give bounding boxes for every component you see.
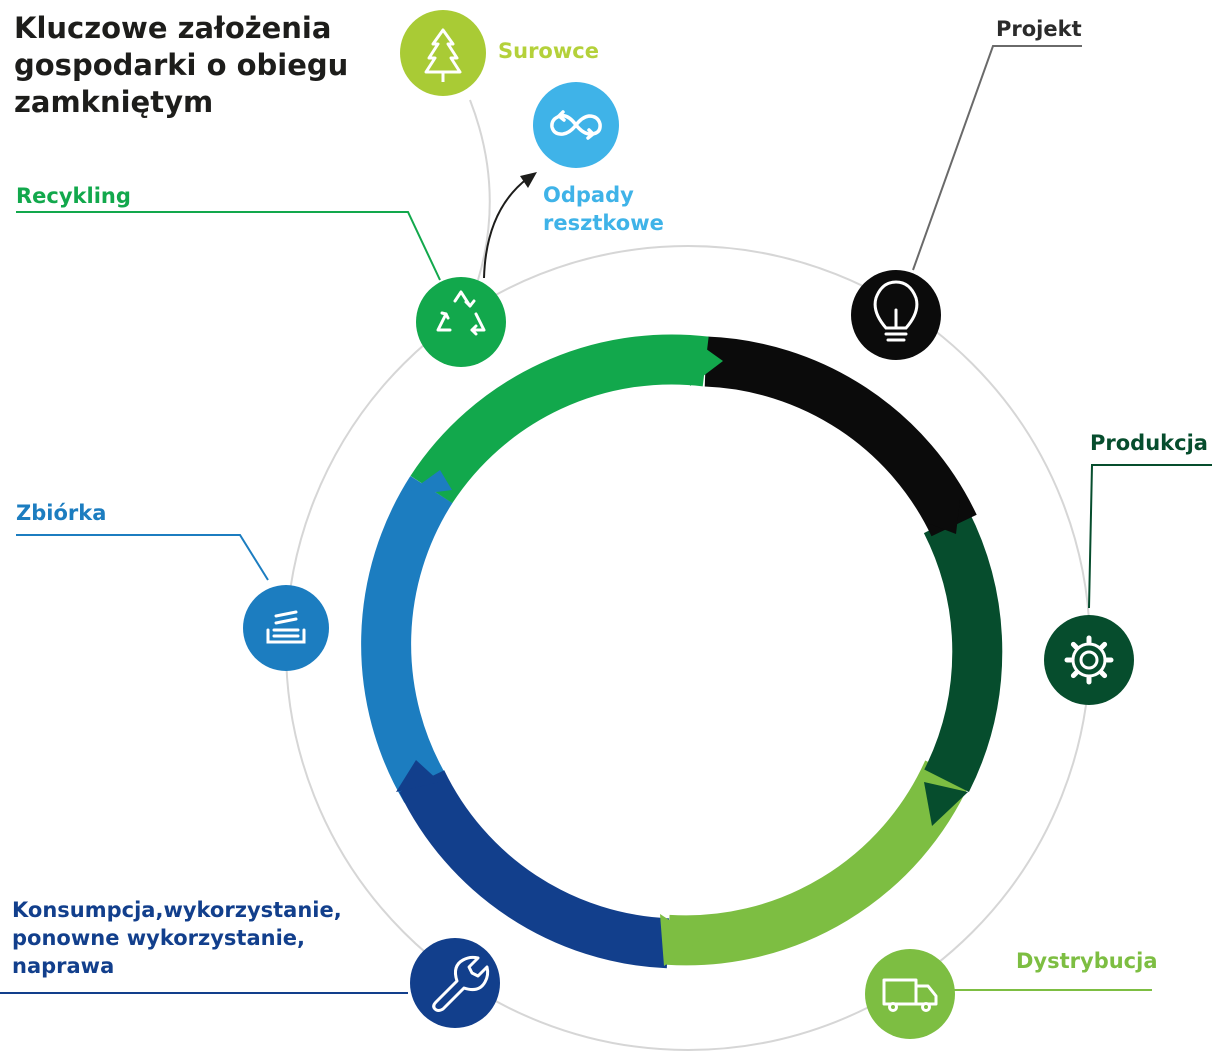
label-odpady-line-1: Odpady: [543, 183, 634, 207]
stacked-layers-icon: [266, 610, 306, 644]
diagram-title-line-2: gospodarki o obiegu: [14, 48, 349, 82]
label-recykling: Recykling: [16, 184, 131, 208]
ring-segment-design: [704, 336, 977, 537]
node-zbiorka-circle: [243, 585, 329, 671]
label-konsumpcja: Konsumpcja,wykorzystanie, ponowne wykorz…: [12, 896, 342, 980]
leader-lines: [0, 45, 1212, 994]
leader-line-projekt: [912, 45, 1082, 271]
diagram-title: Kluczowe założenia gospodarki o obiegu z…: [14, 10, 348, 121]
ring-arrowheads: [396, 336, 968, 966]
node-konsumpcja: [410, 938, 500, 1028]
node-recykling: [416, 277, 506, 367]
ring-segment-production: [923, 510, 1003, 793]
gear-icon: [1064, 635, 1114, 685]
ring-segment-collection: [361, 476, 453, 803]
node-odpady: [533, 82, 619, 168]
ring-segment-consumption: [399, 769, 670, 969]
label-odpady-line-2: resztkowe: [543, 211, 664, 235]
arrowhead-consumption: [396, 760, 440, 792]
arrowhead-production: [924, 782, 968, 826]
label-dystrybucja: Dystrybucja: [1016, 949, 1158, 973]
wrench-icon: [432, 955, 490, 1012]
label-odpady: Odpady resztkowe: [543, 181, 664, 237]
node-zbiorka: [243, 585, 329, 671]
label-produkcja: Produkcja: [1090, 431, 1208, 455]
diagram-title-line-1: Kluczowe założenia: [14, 11, 332, 45]
node-surowce: [400, 10, 486, 96]
truck-icon: [882, 978, 938, 1012]
node-projekt: [851, 270, 941, 360]
arrowhead-collection: [404, 470, 452, 496]
arrowhead-design: [930, 500, 960, 534]
infinity-arrows-icon: [550, 110, 602, 140]
node-dystrybucja-circle: [865, 949, 955, 1039]
recycle-icon: [436, 290, 486, 336]
label-konsumpcja-line-2: ponowne wykorzystanie,: [12, 926, 306, 950]
residual-waste-arrowhead: [520, 172, 537, 188]
label-projekt: Projekt: [996, 17, 1082, 41]
label-konsumpcja-line-1: Konsumpcja,wykorzystanie,: [12, 898, 342, 922]
ring-segment-recycling: [410, 334, 709, 504]
leader-line-produkcja: [1088, 464, 1212, 609]
arrowhead-recycling: [688, 336, 723, 386]
diagram-title-line-3: zamkniętym: [14, 85, 214, 119]
leader-line-zbiorka: [16, 534, 269, 581]
label-konsumpcja-line-3: naprawa: [12, 954, 115, 978]
node-produkcja-circle: [1044, 615, 1134, 705]
ring-segment-distribution: [666, 760, 971, 966]
cycle-ring: [361, 334, 1003, 969]
label-zbiorka: Zbiórka: [16, 501, 107, 525]
surowce-connector: [469, 99, 491, 281]
node-surowce-circle: [400, 10, 486, 96]
node-produkcja: [1044, 615, 1134, 705]
node-recykling-circle: [416, 277, 506, 367]
leader-line-recykling: [16, 211, 441, 281]
arrowhead-distribution: [660, 914, 700, 966]
label-surowce: Surowce: [498, 39, 599, 63]
lightbulb-icon: [873, 280, 919, 342]
tree-icon: [424, 28, 462, 82]
node-dystrybucja: [865, 949, 955, 1039]
residual-waste-arrow: [483, 177, 529, 279]
